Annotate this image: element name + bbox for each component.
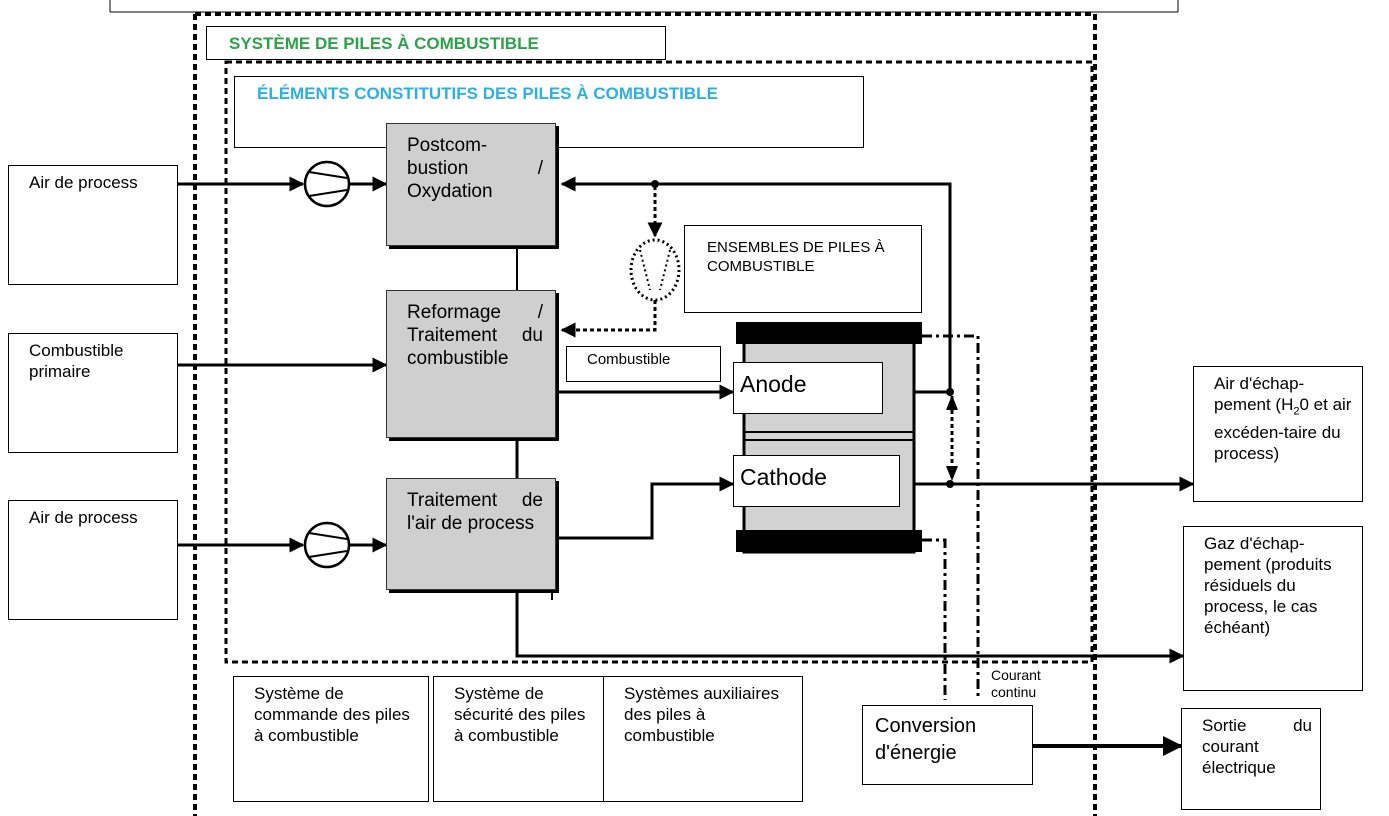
exhaust-air-text-2: 0 et air excéden-taire du process) bbox=[1214, 395, 1352, 464]
input-primary-fuel: Combustible primaire bbox=[8, 333, 178, 453]
elements-boundary bbox=[224, 60, 1094, 664]
system-boundary bbox=[193, 12, 1097, 816]
fuel-label: Combustible bbox=[566, 346, 721, 382]
safety-system: Système de sécurité des piles à combusti… bbox=[433, 676, 605, 802]
system-title: SYSTÈME DE PILES À COMBUSTIBLE bbox=[206, 26, 666, 60]
recirculation-pump bbox=[629, 238, 681, 302]
postcombustion-block: Postcom-bustion / Oxydation bbox=[386, 123, 556, 246]
air-treatment-block: Traitement de l'air de process bbox=[386, 478, 556, 590]
exhaust-air-text-1: Air d'échap-pement (H bbox=[1214, 374, 1305, 414]
energy-conversion-block: Conversion d'énergie bbox=[862, 705, 1033, 785]
control-system: Système de commande des piles à combusti… bbox=[233, 676, 429, 802]
input-air-top: Air de process bbox=[8, 165, 178, 285]
air-pump-top bbox=[303, 160, 351, 208]
fuel-cell-stack-label: ENSEMBLES DE PILES À COMBUSTIBLE bbox=[684, 225, 922, 313]
input-air-bottom: Air de process bbox=[8, 500, 178, 620]
output-exhaust-gas: Gaz d'échap-pement (produits résiduels d… bbox=[1183, 526, 1363, 691]
exhaust-air-subscript: 2 bbox=[1293, 405, 1300, 418]
dc-label: Courant continu bbox=[991, 667, 1051, 701]
anode-label: Anode bbox=[733, 362, 883, 414]
auxiliary-systems: Systèmes auxiliaires des piles à combust… bbox=[603, 676, 803, 802]
air-pump-bottom bbox=[303, 521, 351, 569]
cathode-label: Cathode bbox=[733, 455, 900, 507]
reformage-block: Reformage / Traitement du combustible bbox=[386, 290, 556, 438]
output-electric-current: Sortie du courant électrique bbox=[1181, 708, 1321, 810]
fuel-cell-stack bbox=[736, 322, 922, 554]
output-exhaust-air: Air d'échap-pement (H20 et air excéden-t… bbox=[1193, 366, 1363, 502]
